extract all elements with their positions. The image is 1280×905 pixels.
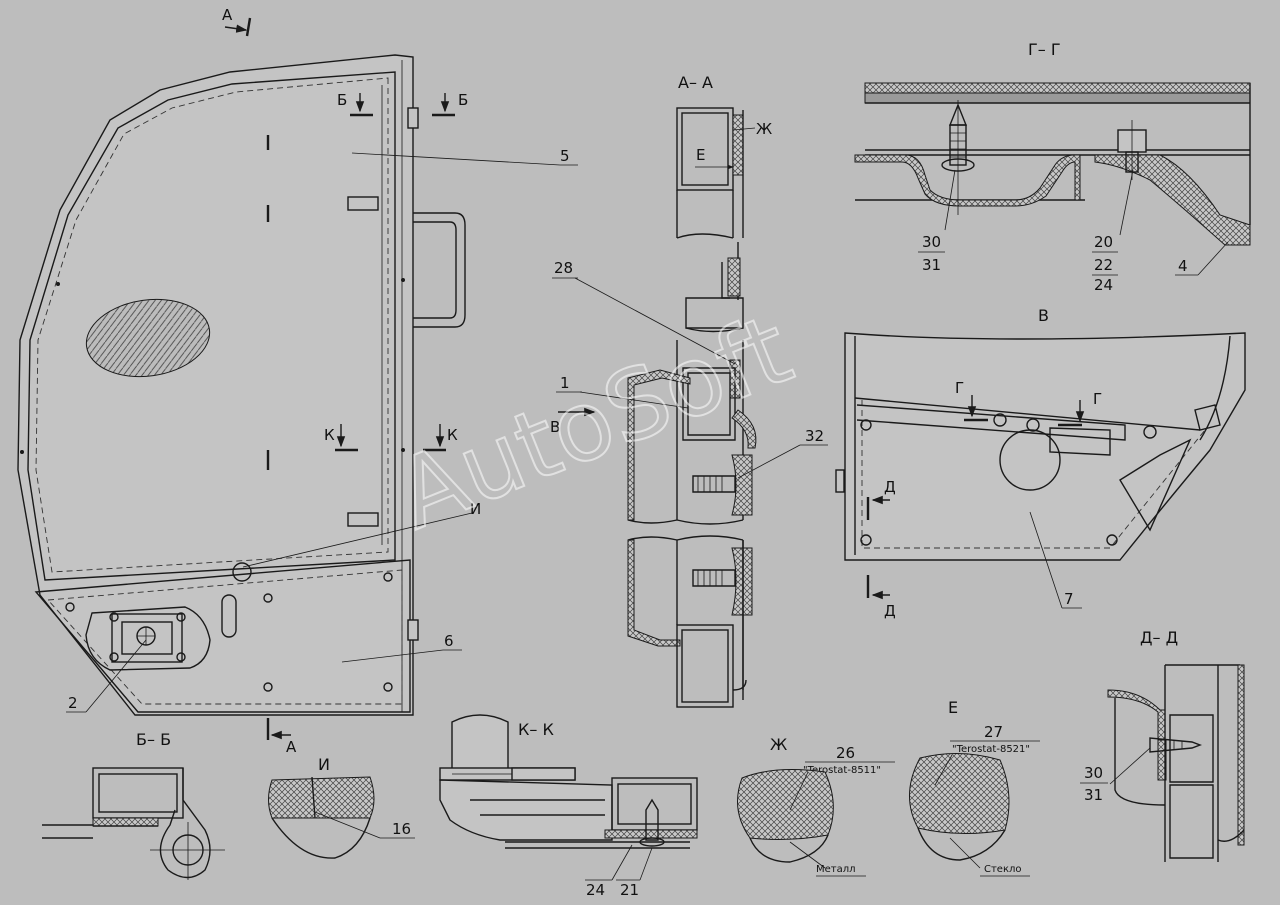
- callout-16: 16: [392, 820, 411, 838]
- view-v: В Г Г Д Д 7: [835, 306, 1246, 620]
- zh-sealant-label: "Terostat-8511": [803, 765, 881, 776]
- detail-zh-title: Ж: [770, 735, 787, 754]
- cut-d-bottom-label: Д: [884, 602, 896, 620]
- detail-i-title: И: [318, 755, 330, 774]
- section-b-b: Б– Б: [42, 730, 225, 880]
- section-a-a: А– А: [550, 73, 828, 708]
- callout-1: 1: [560, 374, 570, 392]
- callout-30-dd: 30: [1084, 764, 1103, 782]
- detail-e-marker: Е: [696, 146, 705, 164]
- cut-a-bottom-label: А: [286, 738, 297, 756]
- section-d-d-title: Д– Д: [1140, 628, 1178, 647]
- section-k-k-title: К– К: [518, 720, 554, 739]
- detail-e-title: Е: [948, 698, 958, 717]
- callout-6: 6: [444, 632, 454, 650]
- zh-base-label: Металл: [816, 864, 856, 875]
- section-a-a-title: А– А: [678, 73, 713, 92]
- cut-i-label: И: [470, 500, 481, 518]
- callout-20: 20: [1094, 233, 1113, 251]
- callout-28: 28: [554, 259, 573, 277]
- view-v-title: В: [1038, 306, 1049, 325]
- callout-22: 22: [1094, 256, 1113, 274]
- callout-7: 7: [1064, 590, 1074, 608]
- door-main-view: А А Б Б К К И 5 6 2: [17, 6, 578, 756]
- callout-31-gg: 31: [922, 256, 941, 274]
- callout-21: 21: [620, 881, 639, 899]
- section-b-b-title: Б– Б: [136, 730, 171, 749]
- cut-g-right-label: Г: [1093, 390, 1102, 408]
- bolts: [65, 562, 393, 692]
- callout-26: 26: [836, 744, 855, 762]
- section-d-d: Д– Д 30 31: [1080, 628, 1245, 862]
- callout-4: 4: [1178, 257, 1188, 275]
- section-k-k: К– К 24 21: [439, 714, 698, 899]
- section-g-g: Г– Г 30 31 20 22 24 4: [854, 40, 1251, 294]
- section-g-g-title: Г– Г: [1028, 40, 1061, 59]
- callout-31-dd: 31: [1084, 786, 1103, 804]
- callout-30-gg: 30: [922, 233, 941, 251]
- e-sealant-label: "Terostat-8521": [952, 744, 1030, 755]
- e-base-label: Стекло: [984, 864, 1022, 875]
- detail-e: Е 27 "Terostat-8521" Стекло: [909, 698, 1040, 877]
- cut-b-left-label: Б: [337, 91, 347, 109]
- callout-24-gg: 24: [1094, 276, 1113, 294]
- hinge-top: [407, 107, 419, 129]
- callout-27: 27: [984, 723, 1003, 741]
- glass-sticker: [85, 298, 211, 378]
- cut-k-right-label: К: [447, 426, 458, 444]
- cut-b-right-label: Б: [458, 91, 468, 109]
- detail-zh-marker: Ж: [756, 120, 772, 138]
- detail-zh: Ж 26 "Terostat-8511" Металл: [737, 735, 895, 877]
- cut-a-top-label: А: [222, 6, 233, 24]
- cut-d-top-label: Д: [884, 478, 896, 496]
- callout-24-kk: 24: [586, 881, 605, 899]
- callout-32: 32: [805, 427, 824, 445]
- callout-2: 2: [68, 694, 78, 712]
- detail-i: И 16: [268, 755, 415, 859]
- hinge-bottom: [407, 619, 419, 641]
- cut-g-left-label: Г: [955, 379, 964, 397]
- callout-5: 5: [560, 147, 570, 165]
- view-v-marker: В: [550, 418, 560, 436]
- cut-k-left-label: К: [324, 426, 335, 444]
